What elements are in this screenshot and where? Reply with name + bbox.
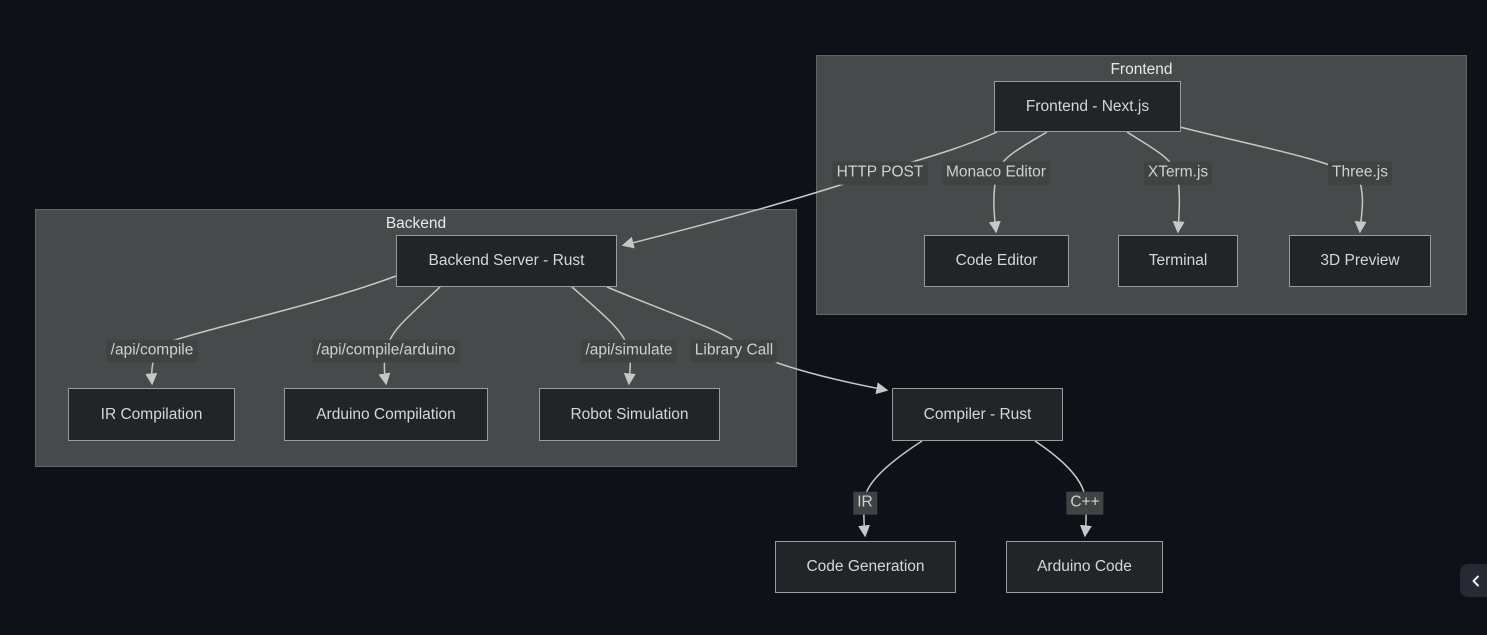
node-backend-server: Backend Server - Rust — [396, 235, 617, 287]
edge-label-threejs: Three.js — [1328, 161, 1392, 185]
edge-compiler-to-code-generation — [858, 440, 923, 538]
subgraph-backend-title: Backend — [385, 215, 447, 232]
node-3d-preview: 3D Preview — [1289, 235, 1431, 287]
edge-label-xterm: XTerm.js — [1143, 161, 1213, 185]
edge-label-cpp: C++ — [1066, 491, 1104, 515]
edge-label-monaco-editor: Monaco Editor — [942, 161, 1050, 185]
collapse-panel-button[interactable] — [1460, 564, 1487, 597]
edge-backend-to-robot-simulation — [571, 286, 636, 386]
node-terminal: Terminal — [1118, 235, 1238, 287]
node-compiler-rust: Compiler - Rust — [892, 388, 1063, 441]
edge-label-api-compile-arduino: /api/compile/arduino — [312, 339, 460, 363]
node-code-editor: Code Editor — [924, 235, 1069, 287]
node-code-generation: Code Generation — [775, 541, 956, 593]
chevron-left-icon — [1468, 573, 1484, 589]
edge-backend-to-ir-compilation — [145, 275, 397, 386]
edge-nextjs-to-backend-server — [621, 131, 998, 249]
node-frontend-nextjs: Frontend - Next.js — [994, 81, 1181, 132]
edge-backend-to-compiler — [606, 286, 889, 395]
node-arduino-code: Arduino Code — [1006, 541, 1163, 593]
node-arduino-compilation: Arduino Compilation — [284, 388, 488, 441]
edge-label-api-compile: /api/compile — [106, 339, 198, 363]
edge-backend-to-arduino-compilation — [378, 286, 441, 386]
node-robot-simulation: Robot Simulation — [539, 388, 720, 441]
edge-label-api-simulate: /api/simulate — [581, 339, 677, 363]
edge-label-library-call: Library Call — [690, 339, 778, 363]
subgraph-frontend-title: Frontend — [1110, 61, 1173, 78]
edge-label-ir: IR — [853, 491, 877, 515]
edge-label-http-post: HTTP POST — [832, 161, 928, 185]
edge-compiler-to-arduino-code — [1034, 440, 1092, 538]
node-ir-compilation: IR Compilation — [68, 388, 235, 441]
